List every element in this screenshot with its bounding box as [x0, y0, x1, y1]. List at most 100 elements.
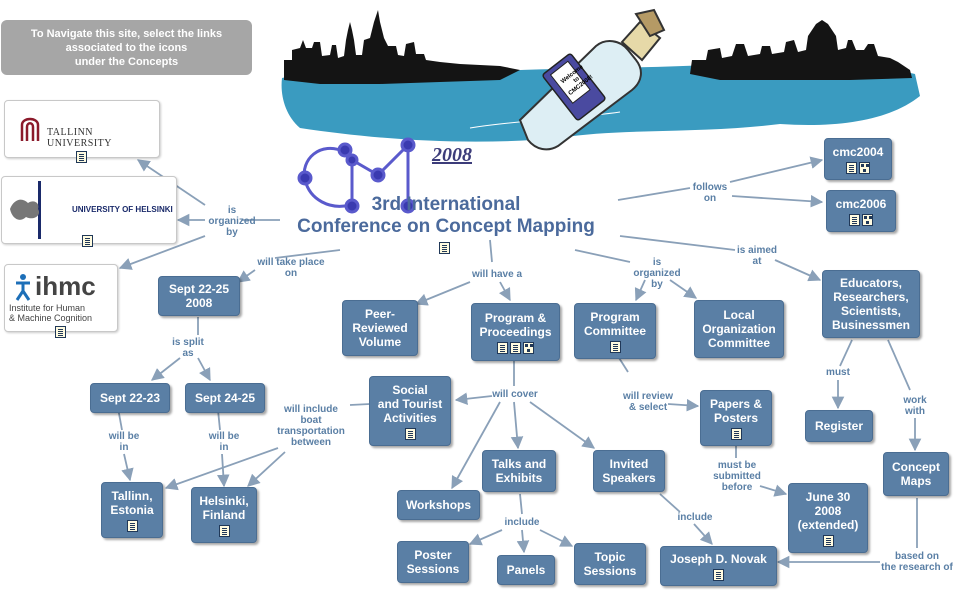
- link-will-have-a: will have a: [471, 269, 523, 280]
- node-peer-reviewed-label: Peer- Reviewed Volume: [352, 307, 408, 349]
- helsinki-logo-box[interactable]: UNIVERSITY OF HELSINKI: [1, 176, 177, 244]
- link-boat-transportation: will include boat transportation between: [277, 404, 345, 448]
- link-is-organized-by-2: is organized by: [633, 257, 681, 290]
- link-must-be-submitted: must be submitted before: [713, 460, 761, 493]
- node-cmc2004[interactable]: cmc2004: [824, 138, 892, 180]
- node-tallinn-estonia[interactable]: Tallinn, Estonia: [101, 482, 163, 538]
- node-topic-sessions[interactable]: Topic Sessions: [574, 543, 646, 585]
- node-talks-exhibits-label: Talks and Exhibits: [491, 457, 547, 485]
- ihmc-doc-icon[interactable]: [55, 326, 66, 338]
- node-june-30-label: June 30 2008 (extended): [797, 489, 859, 532]
- node-topic-sessions-label: Topic Sessions: [583, 550, 637, 578]
- node-tallinn-estonia-label: Tallinn, Estonia: [110, 488, 154, 517]
- tallinn-estonia-doc-icon[interactable]: [126, 519, 138, 532]
- ihmc-logo-box[interactable]: ihmc Institute for Human & Machine Cogni…: [4, 264, 118, 332]
- node-register-label: Register: [814, 419, 864, 433]
- node-workshops[interactable]: Workshops: [397, 490, 480, 520]
- link-is-organized-by: is organized by: [208, 205, 256, 238]
- node-program-proceedings[interactable]: Program & Proceedings: [471, 303, 560, 361]
- node-sept-24-25-label: Sept 24-25: [194, 391, 256, 405]
- helsinki-vertical-bar: [38, 181, 41, 239]
- node-panels-label: Panels: [506, 563, 546, 577]
- node-papers-posters[interactable]: Papers & Posters: [700, 390, 772, 446]
- node-poster-sessions[interactable]: Poster Sessions: [397, 541, 469, 583]
- node-cmc2004-label: cmc2004: [832, 144, 884, 159]
- node-invited-speakers[interactable]: Invited Speakers: [593, 450, 665, 492]
- logo-year: 2008: [432, 144, 472, 166]
- cmc-logo: [297, 137, 416, 214]
- node-helsinki-finland-label: Helsinki, Finland: [199, 493, 249, 522]
- tallinn-doc-icon[interactable]: [76, 151, 87, 163]
- node-cmc2006[interactable]: cmc2006: [826, 190, 896, 232]
- tallinn-logo-text: TALLINN UNIVERSITY: [47, 127, 112, 149]
- program-map-icon[interactable]: [523, 341, 534, 354]
- node-local-organization[interactable]: Local Organization Committee: [694, 300, 784, 358]
- node-sept-22-25[interactable]: Sept 22-25 2008: [158, 276, 240, 316]
- node-program-committee[interactable]: Program Committee: [574, 303, 656, 359]
- ihmc-figure-icon: [15, 274, 31, 301]
- tallinn-crest-icon: [20, 117, 40, 141]
- program-doc-icon-1[interactable]: [497, 341, 508, 354]
- node-helsinki-finland[interactable]: Helsinki, Finland: [191, 487, 257, 543]
- link-will-cover: will cover: [492, 389, 538, 400]
- node-papers-posters-label: Papers & Posters: [709, 396, 763, 425]
- conference-doc-icon[interactable]: [439, 242, 450, 254]
- node-panels[interactable]: Panels: [497, 555, 555, 585]
- node-local-organization-label: Local Organization Committee: [702, 308, 776, 350]
- node-educators[interactable]: Educators, Researchers, Scientists, Busi…: [822, 270, 920, 338]
- node-register[interactable]: Register: [805, 410, 873, 442]
- skyline-left: [284, 10, 520, 84]
- link-include-2: include: [677, 512, 713, 523]
- node-social-tourist-label: Social and Tourist Activities: [377, 382, 443, 425]
- node-sept-22-23[interactable]: Sept 22-23: [90, 383, 170, 413]
- node-joseph-novak-label: Joseph D. Novak: [670, 551, 767, 566]
- node-program-proceedings-label: Program & Proceedings: [479, 310, 552, 339]
- link-will-be-in-2: will be in: [208, 431, 240, 453]
- helsinki-doc-icon[interactable]: [82, 235, 93, 247]
- helsinki-finland-doc-icon[interactable]: [218, 524, 230, 537]
- link-will-review-select: will review & select: [622, 391, 674, 413]
- node-social-tourist[interactable]: Social and Tourist Activities: [369, 376, 451, 446]
- helsinki-flame-icon: [10, 199, 40, 220]
- cmc2004-map-icon[interactable]: [859, 161, 870, 174]
- ihmc-logo-text: ihmc: [35, 271, 96, 301]
- connections: [117, 156, 922, 569]
- message-bottle: [518, 8, 666, 151]
- cmc2006-map-icon[interactable]: [862, 213, 873, 226]
- node-peer-reviewed[interactable]: Peer- Reviewed Volume: [342, 300, 418, 356]
- node-program-committee-label: Program Committee: [583, 309, 646, 338]
- program-committee-doc-icon[interactable]: [609, 340, 621, 353]
- link-work-with: work with: [903, 395, 927, 417]
- node-invited-speakers-label: Invited Speakers: [602, 457, 656, 485]
- skyline-right: [690, 20, 912, 80]
- link-follows-on: follows on: [692, 182, 728, 204]
- tallinn-logo-box[interactable]: TALLINN UNIVERSITY: [4, 100, 160, 158]
- link-based-on: based on the research of: [881, 551, 953, 573]
- node-joseph-novak[interactable]: Joseph D. Novak: [660, 546, 777, 586]
- node-cmc2006-label: cmc2006: [835, 196, 887, 211]
- program-doc-icon-2[interactable]: [510, 341, 521, 354]
- link-must: must: [826, 367, 850, 378]
- node-sept-22-23-label: Sept 22-23: [99, 391, 161, 405]
- node-poster-sessions-label: Poster Sessions: [406, 548, 460, 576]
- novak-doc-icon[interactable]: [713, 568, 724, 581]
- node-sept-24-25[interactable]: Sept 24-25: [185, 383, 265, 413]
- link-is-split-as: is split as: [172, 337, 204, 359]
- node-sept-22-25-label: Sept 22-25 2008: [168, 282, 230, 310]
- navigation-instructions: To Navigate this site, select the links …: [1, 20, 252, 75]
- node-concept-maps-label: Concept Maps: [892, 460, 940, 488]
- link-is-aimed-at: is aimed at: [736, 245, 778, 267]
- cmc2006-doc-icon[interactable]: [849, 213, 860, 226]
- ihmc-subtitle: Institute for Human & Machine Cognition: [9, 303, 93, 323]
- node-june-30[interactable]: June 30 2008 (extended): [788, 483, 868, 553]
- helsinki-logo-text: UNIVERSITY OF HELSINKI: [72, 205, 173, 214]
- conference-title: 3rd International Conference on Concept …: [297, 194, 595, 237]
- papers-doc-icon[interactable]: [730, 427, 742, 440]
- link-will-be-in-1: will be in: [108, 431, 140, 453]
- link-will-take-place-on: will take place on: [257, 257, 325, 279]
- node-concept-maps[interactable]: Concept Maps: [883, 452, 949, 496]
- cmc2004-doc-icon[interactable]: [846, 161, 857, 174]
- june-30-doc-icon[interactable]: [822, 534, 834, 547]
- social-doc-icon[interactable]: [404, 427, 416, 440]
- node-talks-exhibits[interactable]: Talks and Exhibits: [482, 450, 556, 492]
